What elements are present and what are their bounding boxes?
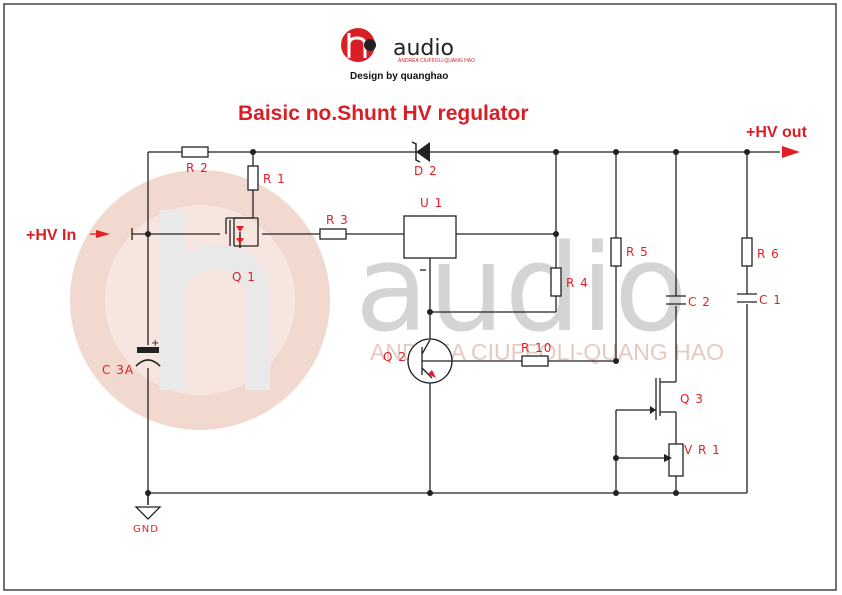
resistor-r10 (521, 355, 549, 367)
page-frame (3, 3, 837, 591)
watermark-hq-shape (160, 210, 270, 390)
capacitor-c2 (666, 295, 686, 305)
junctions (145, 149, 750, 496)
label-r3: R 3 (326, 213, 349, 227)
logo: audio ANDREA CIUFFOLI-QUANG HAO (341, 28, 475, 64)
label-q1: Q 1 (232, 270, 256, 284)
wires (131, 151, 780, 505)
potentiometer-vr1 (664, 443, 684, 477)
watermark: audio ANDREA CIUFFOLI-QUANG HAO (70, 170, 724, 430)
svg-text:+: + (151, 338, 159, 349)
logo-word: audio (393, 36, 454, 61)
label-r10: R 10 (521, 341, 552, 355)
output-arrow-icon (782, 146, 800, 158)
mosfet-q1 (225, 217, 259, 248)
logo-subtitle: ANDREA CIUFFOLI-QUANG HAO (398, 58, 475, 64)
ground-label: GND (133, 524, 159, 535)
transistor-q2 (407, 338, 453, 384)
label-r5: R 5 (626, 245, 649, 259)
label-r6: R 6 (757, 247, 780, 261)
label-q2: Q 2 (383, 350, 407, 364)
label-u1: U 1 (420, 196, 443, 210)
transistor-q3 (650, 378, 661, 416)
label-q3: Q 3 (680, 392, 704, 406)
resistor-r4 (550, 267, 562, 297)
designer-credit: Design by quanghao (350, 71, 448, 82)
label-r2: R 2 (186, 161, 209, 175)
capacitor-c3a: + (135, 338, 161, 367)
label-r1: R 1 (263, 172, 286, 186)
label-c3a: C 3A (102, 363, 134, 377)
label-c2: C 2 (688, 295, 711, 309)
label-vr1: V R 1 (684, 443, 721, 457)
input-arrow-icon (96, 230, 110, 238)
diagram-title: Baisic no.Shunt HV regulator (238, 102, 529, 125)
resistor-r6 (741, 237, 753, 267)
resistor-r5 (610, 237, 622, 267)
ground-icon (134, 506, 162, 520)
resistor-r1 (247, 165, 259, 191)
output-label: +HV out (746, 124, 808, 141)
label-r4: R 4 (566, 276, 589, 290)
input-label: +HV In (26, 227, 76, 244)
label-d2: D 2 (414, 164, 438, 178)
resistor-r2 (181, 146, 209, 158)
regulator-u1 (403, 215, 457, 259)
zener-diode-d2 (411, 141, 430, 163)
label-c1: C 1 (759, 293, 782, 307)
resistor-r3 (319, 228, 347, 240)
capacitor-c1 (737, 293, 757, 303)
